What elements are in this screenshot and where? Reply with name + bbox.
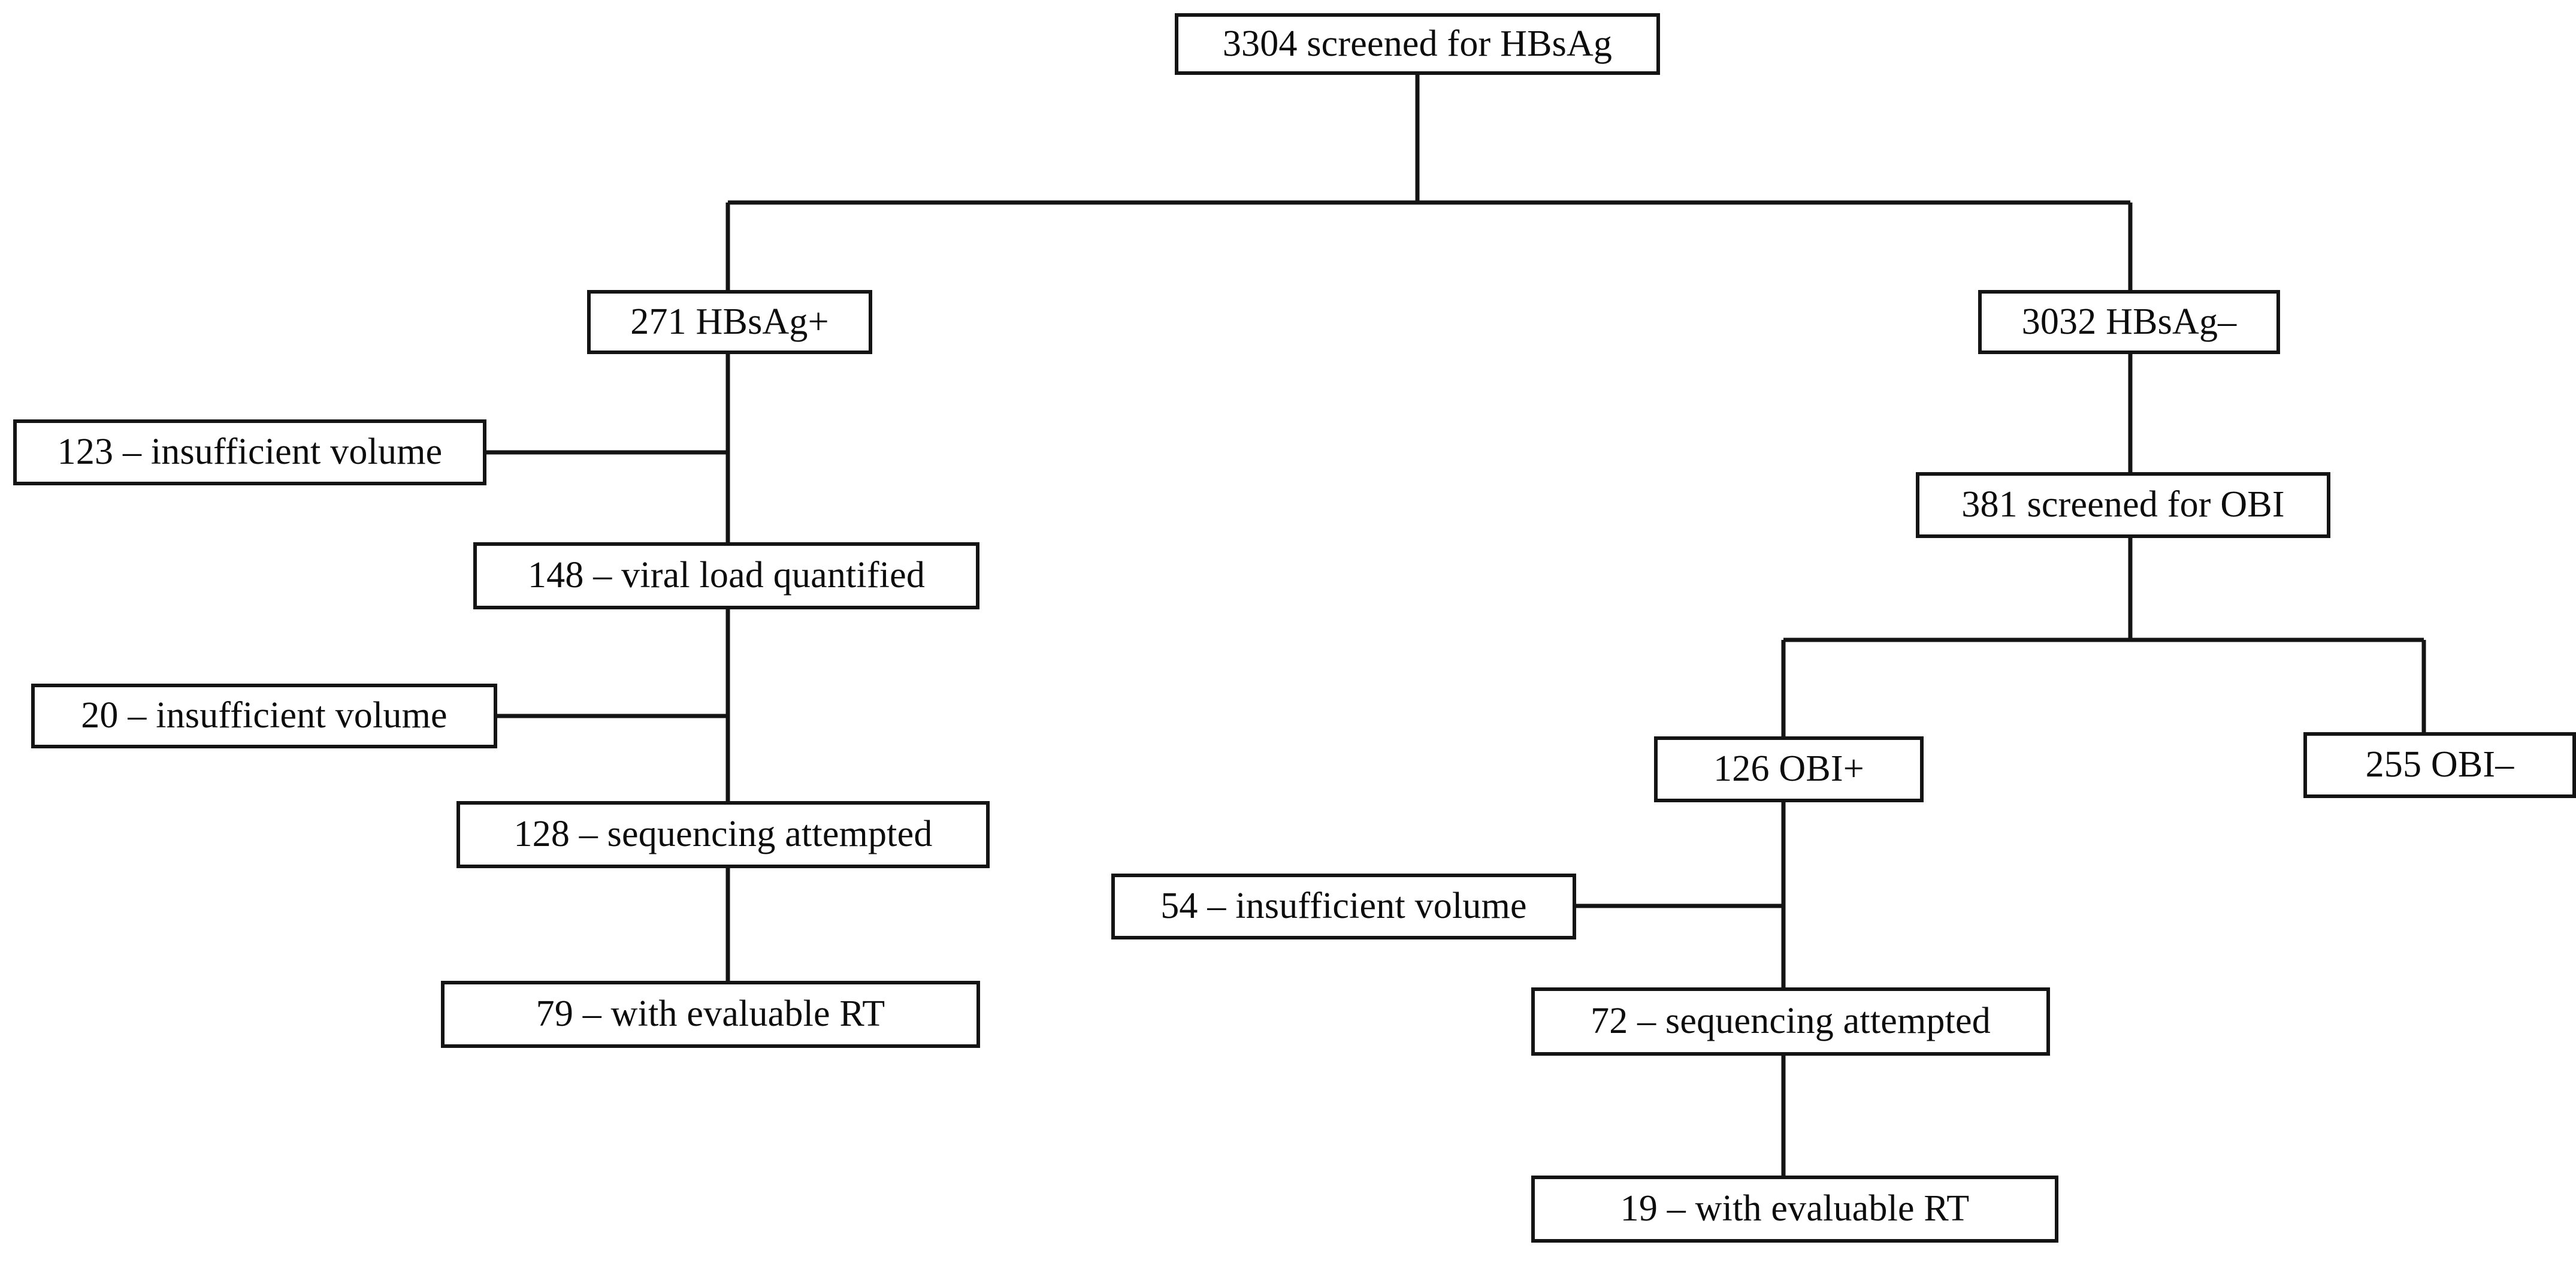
flow-node-sequencing-attempted-72: 72 – sequencing attempted [1531,987,2050,1056]
flow-node-label: 3304 screened for HBsAg [1222,23,1613,64]
flow-node-label: 255 OBI– [2365,744,2514,785]
flow-node-label: 19 – with evaluable RT [1620,1188,1970,1229]
flow-node-insufficient-volume-123: 123 – insufficient volume [13,419,486,485]
flow-node-screened-for-obi-381: 381 screened for OBI [1916,472,2330,538]
flow-node-label: 72 – sequencing attempted [1591,1001,1991,1042]
flow-node-hbsag-negative: 3032 HBsAg– [1978,290,2280,354]
flow-node-label: 271 HBsAg+ [630,301,829,342]
flow-node-label: 20 – insufficient volume [81,695,448,736]
flow-node-label: 128 – sequencing attempted [513,814,933,855]
flow-node-obi-negative-255: 255 OBI– [2303,732,2576,798]
flow-node-viral-load-quantified-148: 148 – viral load quantified [473,542,979,609]
flow-node-label: 79 – with evaluable RT [536,993,885,1035]
flow-node-evaluable-rt-19: 19 – with evaluable RT [1531,1176,2058,1243]
flow-node-evaluable-rt-79: 79 – with evaluable RT [441,981,980,1048]
flow-node-label: 3032 HBsAg– [2021,301,2237,342]
flow-node-label: 54 – insufficient volume [1160,886,1527,927]
flow-node-insufficient-volume-20: 20 – insufficient volume [31,684,497,748]
flow-node-screened-hbsag: 3304 screened for HBsAg [1175,13,1660,75]
flow-node-label: 126 OBI+ [1713,748,1864,790]
flow-node-insufficient-volume-54: 54 – insufficient volume [1111,874,1576,939]
flow-node-label: 148 – viral load quantified [527,555,926,596]
flow-node-sequencing-attempted-128: 128 – sequencing attempted [456,801,990,868]
flow-node-hbsag-positive: 271 HBsAg+ [587,290,872,354]
flow-node-label: 123 – insufficient volume [57,431,443,473]
flow-node-label: 381 screened for OBI [1961,484,2285,525]
flow-node-obi-positive-126: 126 OBI+ [1654,736,1924,802]
